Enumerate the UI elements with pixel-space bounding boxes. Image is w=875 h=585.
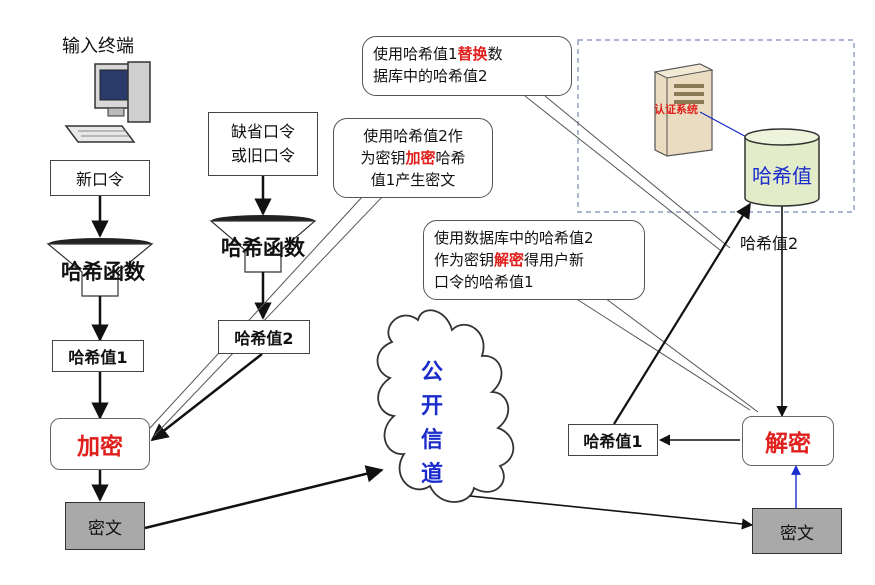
ciphertext-right-box: 密文 <box>752 508 842 554</box>
callout-replace-note: 使用哈希值1替换数 据库中的哈希值2 <box>362 36 572 96</box>
server-icon <box>653 63 714 157</box>
hash1-left-box: 哈希值1 <box>52 340 144 372</box>
default-password-line1: 缺省口令 <box>230 122 295 141</box>
public-channel-char-3: 信 <box>420 428 443 453</box>
callout-replace-line1-pre: 使用哈希值1 <box>373 45 458 63</box>
callout-encrypt-line1: 使用哈希值2作 <box>363 127 463 145</box>
server-db-link <box>699 111 753 141</box>
public-channel-char-1: 公 <box>420 360 443 385</box>
computer-terminal-icon <box>64 61 151 143</box>
hash-funnel-left-icon <box>46 238 154 297</box>
server-zone-dashed <box>577 39 855 213</box>
terminal-label: 输入终端 <box>62 36 134 57</box>
db-hash-label: 哈希值 <box>752 164 812 188</box>
callout-replace-line1: 使用哈希值1替换数 <box>373 43 561 65</box>
callout-replace-line1-red: 替换 <box>457 45 488 63</box>
hash-function-middle-label: 哈希函数 <box>221 236 305 260</box>
public-channel-label: 公 开 信 道 <box>412 356 452 492</box>
hash-funnel-middle-icon <box>209 215 317 273</box>
default-password-box: 缺省口令 或旧口令 <box>208 112 318 176</box>
callout-decrypt-line2-post: 得用户新 <box>524 251 585 269</box>
callout-replace-line2: 据库中的哈希值2 <box>373 67 488 85</box>
callout-decrypt-line2: 作为密钥解密得用户新 <box>434 249 634 271</box>
callout-encrypt-line2-red: 加密 <box>405 149 436 167</box>
callout-decrypt-line1: 使用数据库中的哈希值2 <box>434 229 594 247</box>
public-channel-cloud <box>376 309 515 503</box>
decrypt-box: 解密 <box>742 416 834 466</box>
db-hash2-label: 哈希值2 <box>740 234 799 253</box>
hash1-right-box: 哈希值1 <box>568 424 658 456</box>
callout-encrypt-line2-post: 哈希 <box>435 149 466 167</box>
auth-system-label: 认证系统 <box>654 103 698 116</box>
callout-encrypt-line2-pre: 为密钥 <box>360 149 406 167</box>
callout-decrypt-note: 使用数据库中的哈希值2 作为密钥解密得用户新 口令的哈希值1 <box>423 220 645 300</box>
encrypt-box: 加密 <box>50 418 150 470</box>
callout-decrypt-line2-pre: 作为密钥 <box>434 251 495 269</box>
hash-function-left-label: 哈希函数 <box>61 260 145 284</box>
callout-replace-line1-post: 数 <box>487 45 503 63</box>
public-channel-char-4: 道 <box>420 462 443 487</box>
callout-decrypt-line2-red: 解密 <box>494 251 525 269</box>
default-password-line2: 或旧口令 <box>230 146 295 165</box>
callout-decrypt-line3: 口令的哈希值1 <box>434 273 534 291</box>
hash2-middle-box: 哈希值2 <box>218 320 310 354</box>
new-password-box: 新口令 <box>50 160 150 196</box>
ciphertext-left-box: 密文 <box>65 502 145 550</box>
callout-encrypt-note: 使用哈希值2作 为密钥加密哈希 值1产生密文 <box>333 118 493 198</box>
public-channel-char-2: 开 <box>420 394 443 419</box>
callout-encrypt-line3: 值1产生密文 <box>370 171 456 189</box>
database-cylinder-icon <box>744 128 820 207</box>
callout-encrypt-line2: 为密钥加密哈希 <box>344 147 482 169</box>
